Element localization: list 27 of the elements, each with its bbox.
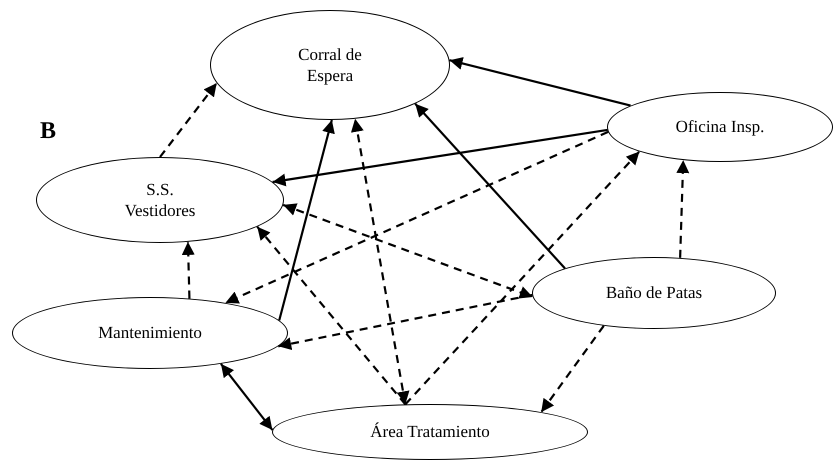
node-label: Baño de Patas	[606, 282, 702, 304]
node-label: S.S. Vestidores	[124, 178, 196, 222]
node-label: Mantenimiento	[98, 322, 202, 344]
ellipse-node	[36, 157, 284, 243]
arrow	[676, 160, 690, 258]
ellipse-node	[12, 297, 288, 369]
ellipse-node	[210, 10, 450, 120]
ellipse-node	[532, 257, 776, 329]
node-label: Área Tratamiento	[370, 421, 490, 443]
panel-label: B	[40, 118, 56, 145]
arrow	[449, 57, 631, 107]
arrow	[278, 120, 335, 321]
arrow	[278, 294, 532, 350]
arrow	[282, 203, 534, 299]
node-label: Corral de Espera	[297, 44, 363, 86]
arrow	[350, 118, 410, 405]
arrow	[220, 363, 274, 431]
arrow	[182, 242, 195, 299]
ellipse-node	[272, 404, 588, 460]
ellipse-node	[607, 92, 833, 162]
arrow	[272, 128, 608, 186]
arrow	[224, 130, 609, 304]
node-label: Oficina Insp.	[676, 116, 764, 138]
arrow	[540, 325, 605, 413]
arrow	[256, 226, 406, 406]
arrow	[404, 150, 640, 406]
arrow	[159, 82, 218, 158]
